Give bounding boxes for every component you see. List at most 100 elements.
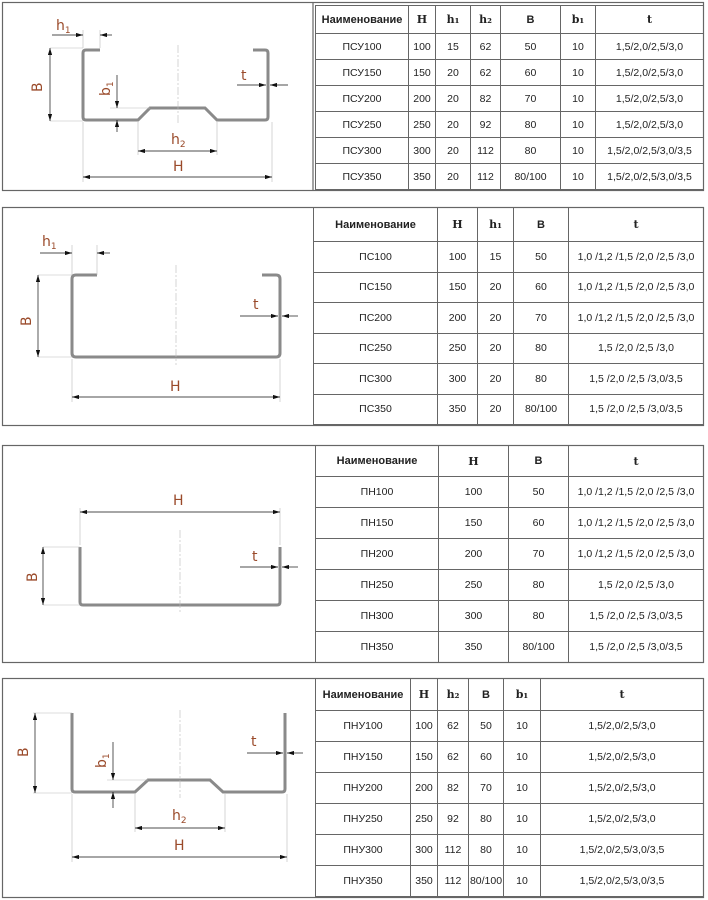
value-cell: 20	[435, 111, 471, 138]
value-cell: 300	[437, 363, 478, 395]
dim-label-B: B	[19, 316, 35, 326]
value-cell: 20	[435, 85, 471, 112]
value-cell: 1,5/2,0/2,5/3,0	[540, 803, 704, 835]
value-cell: 100	[408, 33, 436, 60]
value-cell: 80	[468, 834, 504, 866]
value-cell: 350	[438, 631, 509, 663]
value-cell: 10	[560, 111, 596, 138]
dim-label-H: H	[173, 493, 184, 509]
value-cell: 60	[513, 271, 569, 303]
value-cell: 112	[470, 137, 501, 164]
value-cell: 350	[437, 393, 478, 425]
profile-name-cell: ПС300	[313, 363, 438, 395]
value-cell: 112	[437, 834, 469, 866]
profile-name-cell: ПН200	[315, 538, 439, 570]
value-cell: 20	[477, 393, 514, 425]
drawing-ps: h1 B H t	[19, 234, 298, 402]
value-cell: 70	[508, 538, 569, 570]
section-frame-psu	[1, 1, 705, 192]
value-cell: 10	[560, 163, 596, 190]
column-header: t	[540, 678, 704, 711]
column-header: h₂	[437, 678, 469, 711]
column-header: Наименование	[313, 207, 438, 242]
value-cell: 250	[408, 111, 436, 138]
value-cell: 112	[437, 865, 469, 897]
column-header: t	[568, 207, 704, 242]
value-cell: 10	[503, 710, 541, 742]
profile-name-cell: ПС100	[313, 241, 438, 273]
value-cell: 300	[410, 834, 438, 866]
column-header: H	[408, 5, 436, 34]
value-cell: 1,0 /1,2 /1,5 /2,0 /2,5 /3,0	[568, 302, 704, 334]
value-cell: 150	[410, 741, 438, 773]
profile-name-cell: ПСУ250	[315, 111, 409, 138]
profile-name-cell: ПН300	[315, 600, 439, 632]
column-header: Наименование	[315, 678, 411, 711]
value-cell: 1,0 /1,2 /1,5 /2,0 /2,5 /3,0	[568, 538, 704, 570]
value-cell: 70	[500, 85, 561, 112]
profile-name-cell: ПН100	[315, 476, 439, 508]
value-cell: 1,5/2,0/2,5/3,0/3,5	[540, 865, 704, 897]
column-header: b₁	[560, 5, 596, 34]
value-cell: 50	[508, 476, 569, 508]
value-cell: 150	[437, 271, 478, 303]
value-cell: 1,5/2,0/2,5/3,0/3,5	[540, 834, 704, 866]
value-cell: 10	[503, 803, 541, 835]
value-cell: 350	[410, 865, 438, 897]
value-cell: 20	[435, 163, 471, 190]
value-cell: 10	[560, 59, 596, 86]
dim-label-t: t	[241, 68, 247, 84]
value-cell: 80	[500, 137, 561, 164]
column-header: h₁	[435, 5, 471, 34]
value-cell: 60	[468, 741, 504, 773]
value-cell: 80	[513, 332, 569, 364]
column-header: h₁	[477, 207, 514, 242]
value-cell: 10	[503, 741, 541, 773]
column-header: h₂	[470, 5, 501, 34]
value-cell: 150	[438, 507, 509, 539]
dim-label-h1: h1	[56, 18, 71, 36]
value-cell: 1,5/2,0/2,5/3,0	[595, 59, 704, 86]
dim-label-t: t	[251, 734, 257, 750]
profile-name-cell: ПСУ350	[315, 163, 409, 190]
value-cell: 200	[410, 772, 438, 804]
profile-name-cell: ПНУ350	[315, 865, 411, 897]
profile-name-cell: ПН250	[315, 569, 439, 601]
value-cell: 20	[477, 363, 514, 395]
column-header: B	[513, 207, 569, 242]
value-cell: 10	[560, 137, 596, 164]
value-cell: 250	[437, 332, 478, 364]
profile-name-cell: ПС350	[313, 393, 438, 425]
column-header: Наименование	[315, 5, 409, 34]
dim-label-t: t	[252, 549, 258, 565]
profile-name-cell: ПНУ100	[315, 710, 411, 742]
dim-label-H: H	[170, 379, 181, 395]
value-cell: 100	[438, 476, 509, 508]
value-cell: 62	[470, 33, 501, 60]
value-cell: 80	[513, 363, 569, 395]
dim-label-B: B	[30, 82, 46, 92]
value-cell: 1,5/2,0/2,5/3,0/3,5	[595, 137, 704, 164]
profile-name-cell: ПС200	[313, 302, 438, 334]
profile-name-cell: ПСУ300	[315, 137, 409, 164]
value-cell: 112	[470, 163, 501, 190]
dim-label-h1: h1	[42, 234, 57, 252]
value-cell: 62	[437, 741, 469, 773]
